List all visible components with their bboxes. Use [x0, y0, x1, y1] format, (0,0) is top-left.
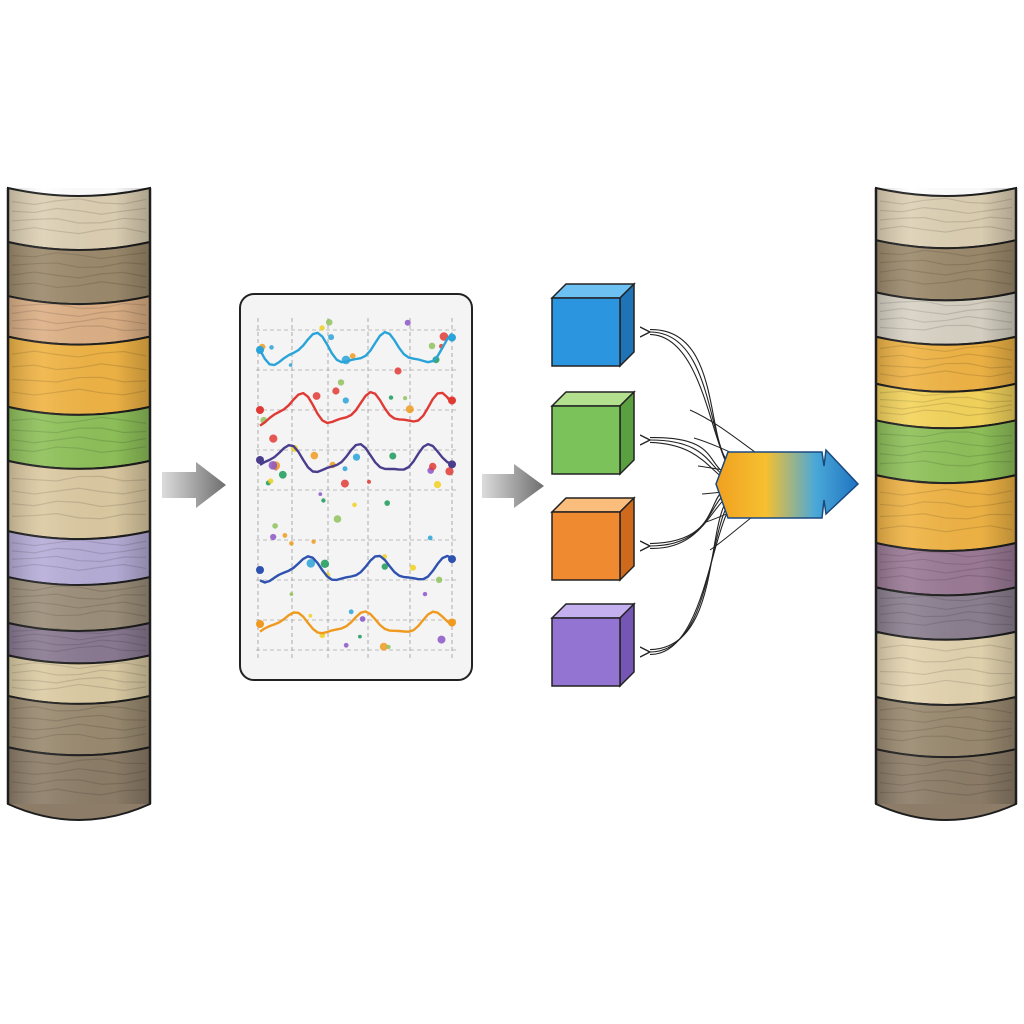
scatter-point: [282, 533, 288, 538]
scatter-point: [379, 642, 388, 651]
scatter-point: [289, 541, 294, 546]
flow-line: [650, 495, 741, 652]
scatter-point: [311, 539, 316, 544]
scatter-point: [319, 325, 325, 331]
log-curve: [259, 554, 453, 584]
scatter-point: [352, 502, 357, 508]
scatter-point: [433, 481, 442, 489]
scatter-point: [321, 498, 326, 503]
log-curve: [259, 610, 453, 635]
scatter-point: [348, 609, 354, 615]
facies-class-cubes: [550, 282, 636, 688]
scatter-point: [437, 635, 446, 644]
scatter-point: [381, 563, 388, 570]
curve-endpoint: [448, 555, 456, 564]
curve-endpoint: [448, 460, 456, 469]
class-cube-green: [550, 390, 636, 476]
scatter-point: [289, 592, 294, 596]
scatter-point: [435, 576, 443, 583]
scatter-point: [359, 616, 366, 622]
scatter-point: [366, 479, 372, 484]
scatter-point: [342, 466, 348, 472]
scatter-point: [384, 500, 391, 506]
scatter-point: [288, 363, 293, 367]
scatter-point: [409, 564, 416, 571]
scatter-point: [388, 395, 394, 400]
class-cube-orange: [550, 496, 636, 582]
scatter-point: [337, 379, 345, 386]
scatter-point: [333, 515, 342, 523]
log-curves: [256, 330, 456, 635]
class-cube-blue: [550, 282, 636, 368]
scatter-point: [428, 342, 436, 350]
scatter-point: [439, 332, 449, 341]
scatter-point: [268, 461, 278, 470]
curve-endpoint: [256, 346, 264, 354]
flow-line: [649, 499, 741, 655]
curve-endpoint: [448, 618, 456, 627]
core-outline: [874, 188, 1018, 804]
log-curve: [259, 442, 453, 474]
scatter-point: [403, 396, 408, 401]
scatter-point: [404, 319, 411, 326]
scatter-point: [328, 334, 335, 341]
scatter-point: [429, 462, 437, 471]
scatter-point: [318, 492, 323, 496]
scatter-point: [269, 434, 278, 443]
right-arrow-icon: [162, 462, 226, 508]
scatter-point: [427, 535, 433, 541]
scatter-point: [352, 453, 361, 461]
output-core-column: [874, 186, 1018, 821]
scatter-point: [394, 367, 402, 375]
scatter-point: [269, 345, 274, 350]
curve-endpoint: [448, 396, 456, 405]
scatter-point: [445, 467, 454, 476]
right-arrow-icon: [482, 464, 544, 508]
scatter-point: [358, 634, 362, 639]
scatter-point: [342, 397, 349, 404]
core-outline: [6, 188, 152, 804]
curve-endpoint: [256, 456, 264, 464]
scatter-point: [340, 479, 349, 488]
scatter-point: [278, 470, 287, 479]
scatter-point: [405, 405, 414, 414]
well-log-panel: [239, 293, 473, 681]
class-cube-purple: [550, 602, 636, 688]
scatter-point: [320, 559, 330, 568]
scatter-point: [349, 353, 356, 359]
core-shading: [876, 188, 1016, 804]
scatter-point: [310, 451, 319, 460]
input-core-column: [6, 186, 152, 821]
scatter-point: [389, 452, 397, 460]
scatter-point: [272, 523, 278, 529]
curve-endpoint: [256, 566, 264, 574]
scatter-point: [312, 392, 321, 400]
curve-endpoint: [448, 333, 456, 342]
curve-endpoint: [256, 406, 264, 414]
scatter-point: [268, 478, 274, 484]
scatter-point: [308, 613, 313, 618]
scatter-point: [306, 559, 316, 568]
prediction-arrow-icon: [715, 448, 860, 519]
scatter-point: [332, 387, 340, 395]
log-curve: [259, 390, 453, 427]
core-shading: [8, 188, 150, 804]
curve-endpoint: [256, 620, 264, 628]
scatter-point: [325, 319, 333, 326]
flow-line: [649, 329, 741, 469]
log-curve: [258, 330, 453, 367]
scatter-point: [422, 591, 428, 597]
scatter-point: [386, 644, 391, 650]
scatter-point: [270, 533, 277, 541]
scatter-point: [343, 642, 349, 648]
